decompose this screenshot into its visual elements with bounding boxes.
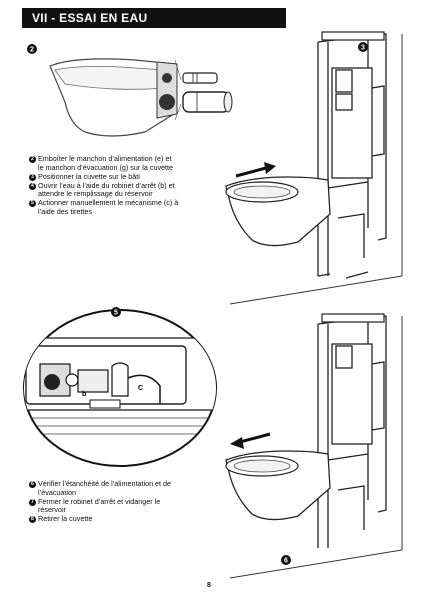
step-item: 2 Emboîter le manchon d’alimentation (e)… <box>29 154 179 172</box>
step-item: 3 Positionner la cuvette sur le bâti <box>29 171 179 182</box>
step-text: Positionner la cuvette sur le bâti <box>38 171 140 181</box>
toilet-bowl <box>225 450 331 521</box>
step-item: 8 Retirer la cuvette <box>29 515 179 524</box>
step-item: 6 Vérifier l’étanchéité de l’alimentatio… <box>29 479 179 497</box>
drain-sleeve <box>182 91 233 113</box>
svg-text:6: 6 <box>284 557 288 564</box>
step-number: 7 <box>29 498 36 506</box>
push-arrow <box>235 162 276 178</box>
svg-text:3: 3 <box>361 44 365 51</box>
toilet-bowl <box>225 176 331 247</box>
step-text: Fermer le robinet d’arrêt et vidanger le… <box>38 496 161 515</box>
figure-badge <box>111 307 121 317</box>
pull-arrow <box>230 432 271 449</box>
frame-install-figure-top: 3 <box>225 31 403 305</box>
svg-text:2: 2 <box>30 46 34 53</box>
flush-mechanism <box>24 337 216 435</box>
step-number: 8 <box>29 516 36 524</box>
step-text: Vérifier l’étanchéité de l’alimentation … <box>38 479 172 497</box>
step-number: 2 <box>29 156 36 163</box>
step-number: 5 <box>29 200 36 208</box>
step-item: 4 Ouvrir l’eau à l’aide du robinet d’arr… <box>29 180 179 199</box>
bowl-sleeves-figure: 2 <box>27 44 233 137</box>
figure-badge <box>281 555 291 565</box>
label-b: b <box>82 391 86 398</box>
label-c: C <box>138 385 143 392</box>
instructions-bottom: 6 Vérifier l’étanchéité de l’alimentatio… <box>29 479 179 524</box>
step-text: Emboîter le manchon d’alimentation (e) e… <box>38 154 174 172</box>
frame-install-figure-bottom: 6 <box>225 313 403 579</box>
section-title: VII - ESSAI EN EAU <box>22 8 286 28</box>
feed-sleeve <box>182 72 218 84</box>
step-text: Retirer la cuvette <box>38 514 93 524</box>
step-number: 4 <box>29 182 36 190</box>
zoom-detail-figure: b C 5 <box>23 307 217 467</box>
instructions-top: 2 Emboîter le manchon d’alimentation (e)… <box>29 154 179 217</box>
figure-badge <box>358 42 368 52</box>
page-number: 8 <box>207 582 211 589</box>
step-number: 6 <box>29 481 36 488</box>
step-item: 5 Actionner manuellement le mécanisme (c… <box>29 199 179 216</box>
installation-frame <box>317 33 387 279</box>
figure-badge <box>27 44 37 54</box>
step-text: Ouvrir l’eau à l’aide du robinet d’arrêt… <box>38 180 175 199</box>
step-item: 7 Fermer le robinet d’arrêt et vidanger … <box>29 496 179 515</box>
step-number: 3 <box>29 173 36 181</box>
step-text: Actionner manuellement le mécanisme (c) … <box>38 198 179 217</box>
svg-text:5: 5 <box>114 309 118 316</box>
installation-frame <box>317 315 387 548</box>
